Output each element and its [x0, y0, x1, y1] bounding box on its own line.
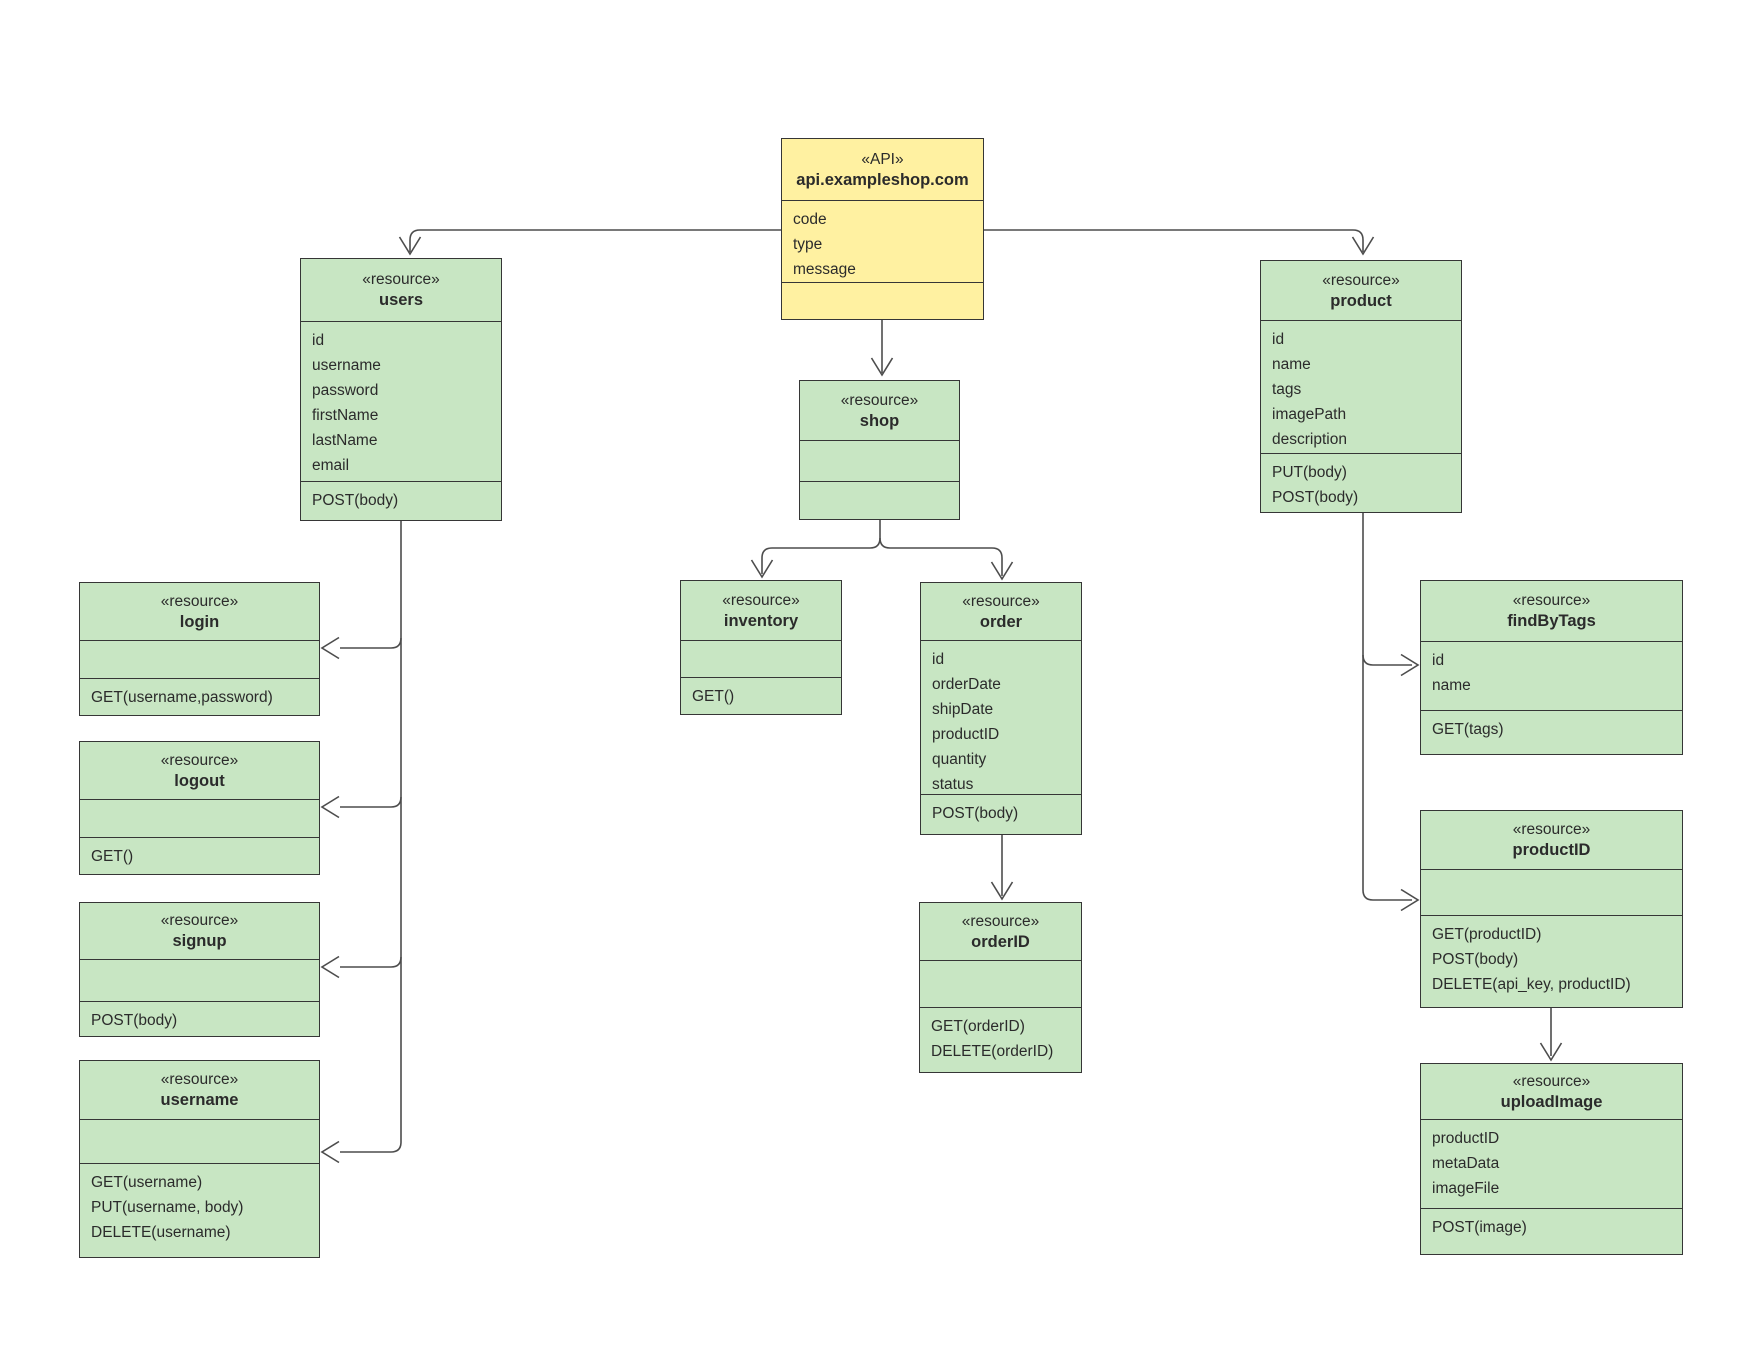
node-name: users: [378, 291, 424, 309]
stereotype-label: «resource»: [160, 751, 239, 769]
stereotype-label: «API»: [861, 150, 904, 168]
edge-productid-uploadimage: [1539, 1008, 1563, 1062]
methods-compartment: GET(): [80, 837, 319, 874]
node-header: «resource» uploadImage: [1421, 1064, 1682, 1119]
methods-compartment: GET(tags): [1421, 710, 1682, 754]
uml-class-signup: «resource» signup POST(body): [79, 902, 320, 1037]
methods-compartment: GET(username) PUT(username, body) DELETE…: [80, 1163, 319, 1257]
edge-shop-inventory: [750, 520, 881, 579]
attributes-compartment: [800, 440, 959, 481]
stereotype-label: «resource»: [1512, 1072, 1591, 1090]
uml-class-users: «resource» users id username password fi…: [300, 258, 502, 521]
node-name: product: [1330, 291, 1392, 310]
node-name: inventory: [723, 611, 799, 630]
uml-class-product: «resource» product id name tags imagePat…: [1260, 260, 1462, 513]
attributes-compartment: [1421, 869, 1682, 915]
node-name: api.exampleshop.com: [796, 170, 969, 189]
edge-api-product: [984, 229, 1375, 256]
stereotype-label: «resource»: [160, 912, 239, 929]
edge-users-logout: [320, 795, 402, 819]
methods-compartment: GET(): [681, 677, 841, 714]
node-header: «resource» product: [1261, 261, 1461, 320]
node-header: «resource» logout: [80, 742, 319, 799]
node-header: «resource» inventory: [681, 581, 841, 640]
stereotype-label: «resource»: [362, 271, 440, 288]
node-header: «resource» users: [301, 259, 501, 321]
edge-users-signup: [320, 955, 402, 979]
stereotype-label: «resource»: [962, 592, 1040, 610]
methods-compartment: GET(orderID) DELETE(orderID): [920, 1007, 1081, 1072]
node-header: «resource» login: [80, 583, 319, 640]
attributes-compartment: [80, 1119, 319, 1163]
edge-product-productid: [1400, 888, 1420, 912]
attributes-compartment: [681, 640, 841, 677]
attributes-compartment: [920, 960, 1081, 1007]
node-header: «resource» orderID: [920, 903, 1081, 960]
methods-compartment: POST(body): [921, 794, 1081, 834]
attributes-compartment: id username password firstName lastName …: [301, 321, 501, 481]
stereotype-label: «resource»: [722, 591, 800, 609]
attributes-compartment: code type message: [782, 200, 983, 282]
stereotype-label: «resource»: [1512, 821, 1591, 838]
uml-class-logout: «resource» logout GET(): [79, 741, 320, 875]
methods-compartment: POST(image): [1421, 1208, 1682, 1254]
stereotype-label: «resource»: [160, 592, 239, 610]
uml-class-uploadimage: «resource» uploadImage productID metaDat…: [1420, 1063, 1683, 1255]
node-header: «resource» findByTags: [1421, 581, 1682, 641]
methods-compartment: GET(username,password): [80, 678, 319, 715]
edge-users-login: [320, 521, 402, 1153]
node-name: signup: [172, 932, 227, 950]
node-name: findByTags: [1507, 612, 1596, 630]
edge-api-users: [398, 229, 781, 256]
methods-compartment: PUT(body) POST(body): [1261, 453, 1461, 512]
node-name: productID: [1512, 841, 1591, 859]
node-header: «resource» signup: [80, 903, 319, 959]
edge-order-orderid: [990, 835, 1014, 901]
edge-api-shop: [870, 320, 894, 377]
node-header: «resource» username: [80, 1061, 319, 1119]
node-name: order: [979, 612, 1023, 631]
node-name: shop: [859, 411, 900, 430]
methods-compartment: POST(body): [80, 1001, 319, 1036]
edge-users-username: [320, 1140, 340, 1164]
node-header: «resource» productID: [1421, 811, 1682, 869]
methods-compartment: GET(productID) POST(body) DELETE(api_key…: [1421, 915, 1682, 1007]
uml-class-shop: «resource» shop: [799, 380, 960, 520]
methods-compartment: [800, 481, 959, 519]
edge-shop-order: [879, 537, 1014, 581]
attributes-compartment: [80, 640, 319, 678]
attributes-compartment: [80, 959, 319, 1001]
uml-class-inventory: «resource» inventory GET(): [680, 580, 842, 715]
attributes-compartment: id orderDate shipDate productID quantity…: [921, 640, 1081, 794]
attributes-compartment: id name: [1421, 641, 1682, 710]
stereotype-label: «resource»: [961, 912, 1040, 930]
node-name: orderID: [971, 932, 1030, 951]
attributes-compartment: id name tags imagePath description: [1261, 320, 1461, 453]
node-header: «resource» shop: [800, 381, 959, 440]
node-name: uploadImage: [1500, 1092, 1603, 1111]
stereotype-label: «resource»: [840, 391, 919, 409]
node-header: «resource» order: [921, 583, 1081, 640]
attributes-compartment: [80, 799, 319, 837]
node-name: username: [160, 1091, 239, 1109]
node-name: logout: [174, 771, 225, 790]
uml-class-username: «resource» username GET(username) PUT(us…: [79, 1060, 320, 1258]
node-header: «API» api.exampleshop.com: [782, 139, 983, 200]
edge-product-findbytags: [1362, 513, 1420, 901]
uml-class-order: «resource» order id orderDate shipDate p…: [920, 582, 1082, 835]
uml-class-findbytags: «resource» findByTags id name GET(tags): [1420, 580, 1683, 755]
methods-compartment: [782, 282, 983, 319]
stereotype-label: «resource»: [160, 1071, 239, 1088]
uml-class-login: «resource» login GET(username,password): [79, 582, 320, 716]
uml-class-orderid: «resource» orderID GET(orderID) DELETE(o…: [919, 902, 1082, 1073]
stereotype-label: «resource»: [1322, 271, 1400, 289]
methods-compartment: POST(body): [301, 481, 501, 520]
stereotype-label: «resource»: [1512, 592, 1591, 609]
attributes-compartment: productID metaData imageFile: [1421, 1119, 1682, 1208]
uml-class-productid: «resource» productID GET(productID) POST…: [1420, 810, 1683, 1008]
node-name: login: [179, 612, 220, 631]
uml-class-api: «API» api.exampleshop.com code type mess…: [781, 138, 984, 320]
